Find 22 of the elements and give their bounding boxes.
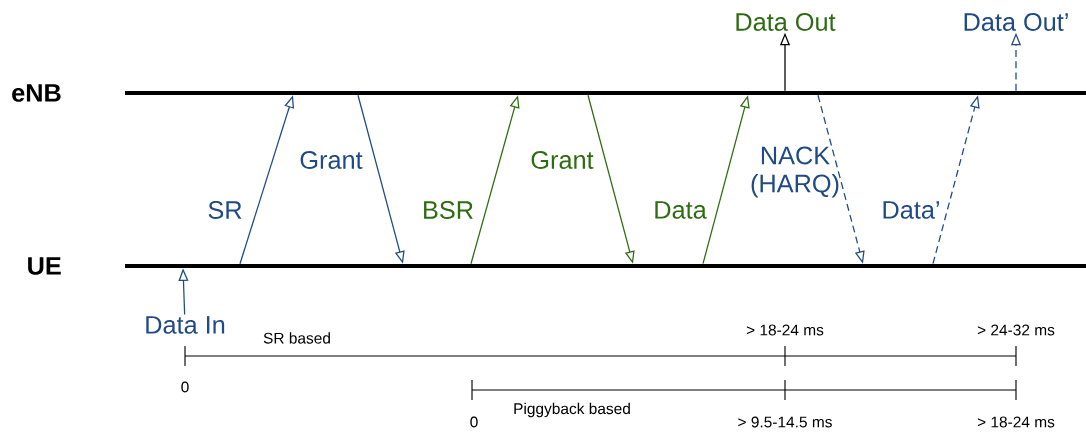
duration-label: Piggyback based	[514, 402, 630, 418]
node-label: UE	[28, 257, 61, 275]
edge-label: NACK (HARQ)	[751, 146, 839, 198]
edge-label: Data	[655, 201, 707, 219]
node-label: eNB	[12, 84, 61, 102]
edge-label: BSR	[424, 201, 473, 219]
edge-label: Grant	[531, 151, 594, 169]
duration-label: 0	[181, 381, 189, 393]
duration-label: SR based	[263, 332, 330, 344]
duration-label: 0	[470, 416, 478, 428]
duration-label: > 24-32 ms	[977, 324, 1055, 336]
message-label: Data Out	[736, 13, 836, 31]
duration-label: > 18-24 ms	[746, 324, 824, 336]
message-label: Data In	[146, 316, 225, 334]
duration-label: > 9.5-14.5 ms	[738, 416, 832, 428]
message-label: Data Out’	[964, 13, 1068, 31]
edge-label: Grant	[300, 151, 363, 169]
edge-label: Data’	[883, 201, 939, 219]
duration-label: > 18-24 ms	[977, 416, 1055, 428]
lifeline: UE	[28, 257, 1086, 275]
edge-label: SR	[208, 201, 242, 219]
lifeline: eNB	[12, 84, 1086, 102]
